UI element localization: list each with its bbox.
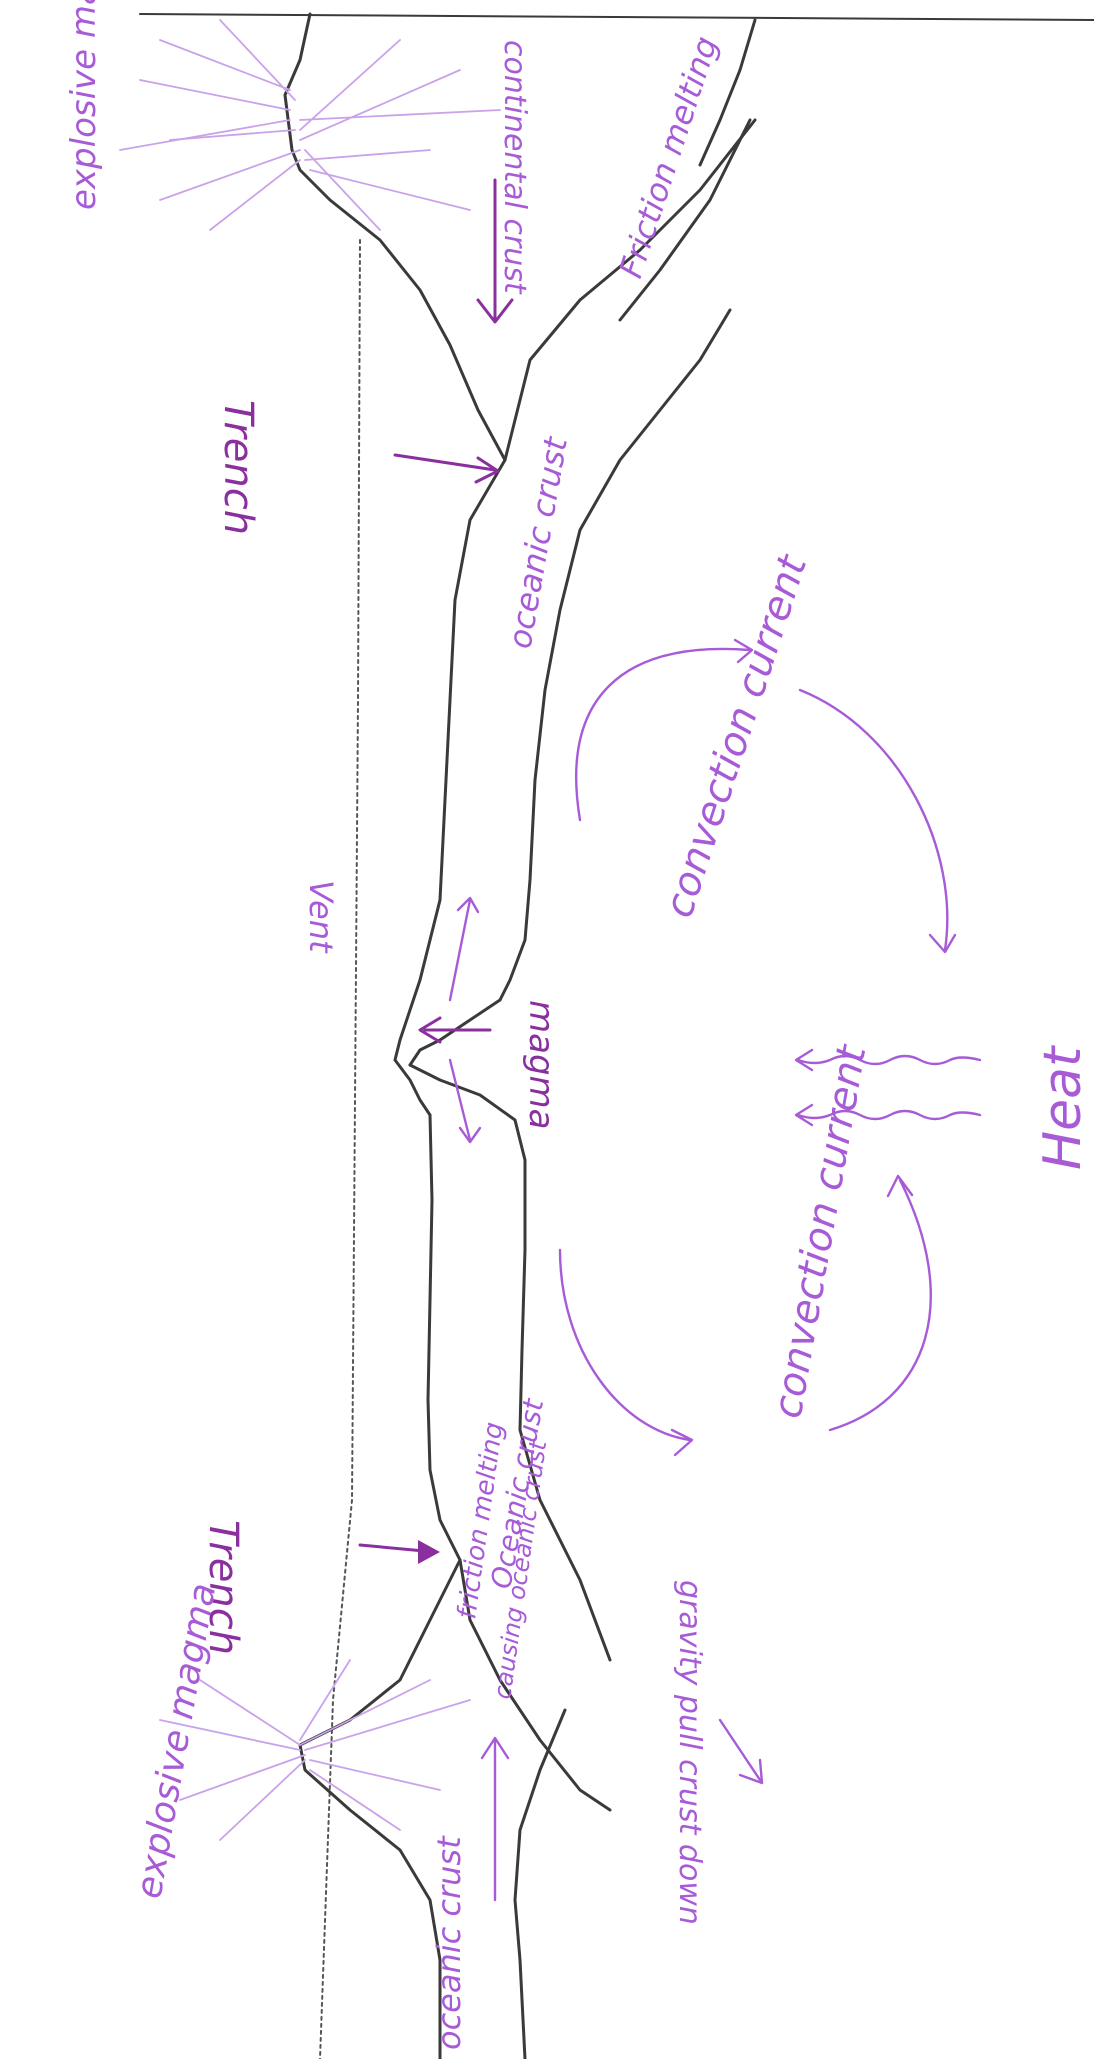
- continental-crust-lower-edge: [505, 120, 755, 460]
- ridge-spread-arrows: [450, 898, 480, 1142]
- label-convection-current-top: convection current: [656, 549, 817, 923]
- label-friction-melting: Friction melting: [611, 32, 725, 283]
- label-magma: magma: [521, 1000, 561, 1130]
- magma-rise-arrow: [482, 1738, 508, 1900]
- label-convection-current-bottom: convection current: [765, 1041, 876, 1422]
- ridge-left-flank: [395, 1040, 430, 1115]
- label-heat: Heat: [1033, 1045, 1093, 1170]
- trench-bottom-arrow: [360, 1540, 440, 1564]
- label-explosive-magma-top: explosive magma: [64, 0, 104, 210]
- label-trench-top: Trench: [215, 400, 261, 535]
- page-edge-line: [140, 14, 1094, 20]
- label-vent: Vent: [302, 880, 340, 954]
- label-continental-crust: continental crust: [497, 40, 532, 295]
- label-oceanic-crust-center: oceanic crust: [500, 433, 575, 651]
- oceanic-crust-top-upper: [400, 460, 505, 1040]
- label-gravity-pull: gravity pull crust down: [672, 1580, 707, 1925]
- label-oceanic-crust-bottom: oceanic crust: [430, 1835, 468, 2050]
- surface-dotted-line: [320, 240, 360, 2059]
- top-volcano: [120, 14, 505, 460]
- convection-arc-bottom: [560, 1176, 931, 1455]
- oceanic-crust-bottom-upper: [428, 1115, 460, 1560]
- gravity-arrow: [720, 1720, 762, 1783]
- label-explosive-magma-bottom: explosive magma: [128, 1580, 224, 1901]
- magma-arrow: [420, 1018, 490, 1042]
- trench-top-arrow: [395, 455, 498, 482]
